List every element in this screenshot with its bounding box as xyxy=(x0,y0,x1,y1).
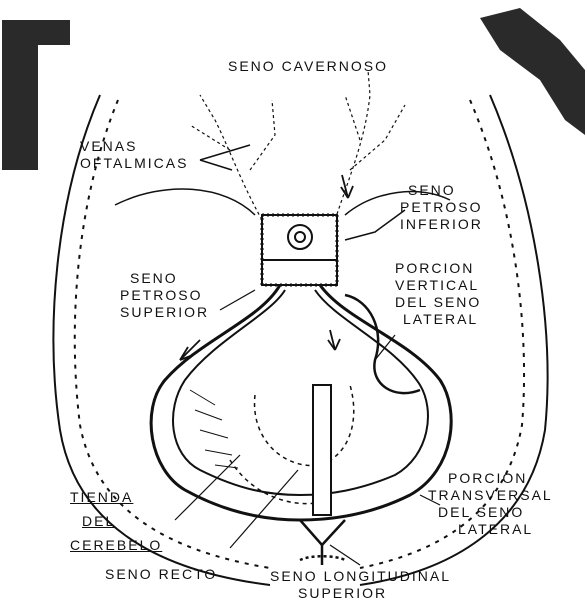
label-line: PORCION xyxy=(395,260,481,277)
label-line: INFERIOR xyxy=(400,216,483,233)
label-line: TIENDA xyxy=(70,485,162,509)
label-line: SENO xyxy=(400,182,483,199)
label-pointer-venas xyxy=(200,145,250,170)
corner-block-left xyxy=(2,20,70,170)
label-line: PORCION xyxy=(428,470,553,487)
flow-arrow-cavernoso xyxy=(341,175,353,198)
leader-lines xyxy=(175,290,440,565)
label-pointer-petroso-inferior xyxy=(345,210,405,240)
label-tienda-del-cerebelo: TIENDA DEL CEREBELO xyxy=(70,485,162,557)
straight-sinus xyxy=(313,385,331,515)
label-line: SUPERIOR xyxy=(270,585,451,602)
tentorium-outline xyxy=(230,385,354,504)
label-seno-longitudinal-superior: SENO LONGITUDINAL SUPERIOR xyxy=(270,568,451,602)
label-line: DEL SENO xyxy=(395,294,481,311)
label-line: SENO LONGITUDINAL xyxy=(270,568,451,585)
label-line: SENO xyxy=(120,270,209,287)
label-porcion-vertical: PORCION VERTICAL DEL SENO LATERAL xyxy=(395,260,481,328)
label-line: TRANSVERSAL xyxy=(428,487,553,504)
label-porcion-transversal: PORCION TRANSVERSAL DEL SENO LATERAL xyxy=(428,470,553,538)
label-line: LATERAL xyxy=(395,311,481,328)
label-line: DEL SENO xyxy=(428,504,553,521)
label-seno-petroso-superior: SENO PETROSO SUPERIOR xyxy=(120,270,209,321)
label-line: OFTALMICAS xyxy=(80,155,188,172)
label-line: SUPERIOR xyxy=(120,304,209,321)
tentorium-hatching xyxy=(190,390,238,468)
label-venas-oftalmicas: VENAS OFTALMICAS xyxy=(80,138,188,172)
label-seno-cavernoso: SENO CAVERNOSO xyxy=(228,58,388,75)
label-line: LATERAL xyxy=(428,521,553,538)
label-line: VENAS xyxy=(80,138,188,155)
label-line: VERTICAL xyxy=(395,277,481,294)
corner-block-right xyxy=(480,8,585,135)
label-seno-recto: SENO RECTO xyxy=(105,566,217,583)
ophthalmic-veins xyxy=(190,70,405,220)
cavernous-sinus-block xyxy=(262,215,337,285)
flow-arrow-vertical xyxy=(328,330,340,350)
label-line: PETROSO xyxy=(400,199,483,216)
confluence-of-sinuses xyxy=(300,520,345,565)
label-line: PETROSO xyxy=(120,287,209,304)
label-line: CEREBELO xyxy=(70,533,162,557)
label-seno-petroso-inferior: SENO PETROSO INFERIOR xyxy=(400,182,483,233)
label-line: DEL xyxy=(70,509,162,533)
